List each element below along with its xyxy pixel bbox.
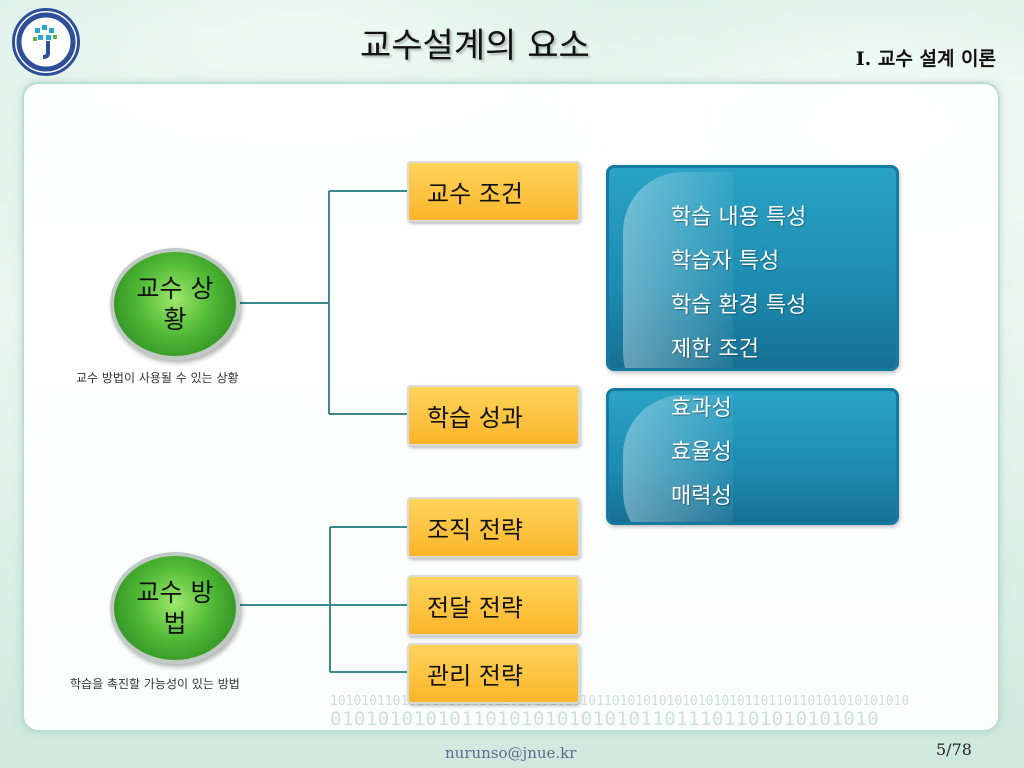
node-instruction-conditions: 교수 조건 bbox=[407, 161, 580, 222]
situation-circle-label: 교수 상황 bbox=[136, 274, 214, 334]
section-label: I. 교수 설계 이론 bbox=[855, 48, 996, 70]
node-delivery-strategy: 전달 전략 bbox=[407, 575, 580, 636]
box-shine bbox=[623, 172, 733, 368]
node-learning-outcomes: 학습 성과 bbox=[407, 385, 580, 446]
method-circle-label: 교수 방법 bbox=[136, 578, 214, 638]
situation-circle: 교수 상황 bbox=[110, 248, 240, 360]
learning-outcomes-detail-box: 효과성 효율성 매력성 bbox=[606, 388, 899, 525]
university-logo bbox=[12, 8, 80, 76]
learning-outcomes-list: 효과성 효율성 매력성 bbox=[671, 391, 732, 519]
list-item: 학습자 특성 bbox=[671, 249, 780, 274]
method-caption: 학습을 촉진할 가능성이 있는 방법 bbox=[70, 677, 240, 691]
list-item: 학습 환경 특성 bbox=[671, 293, 807, 318]
instruction-conditions-detail-box: 학습 내용 특성 학습자 특성 학습 환경 특성 제한 조건 bbox=[606, 165, 899, 371]
list-item: 제한 조건 bbox=[671, 337, 759, 362]
university-emblem-icon bbox=[16, 12, 76, 72]
slide-title: 교수설계의 요소 bbox=[360, 26, 590, 66]
node-management-strategy: 관리 전략 bbox=[407, 643, 580, 704]
box-shine bbox=[623, 395, 733, 522]
method-circle: 교수 방법 bbox=[110, 552, 240, 664]
node-organization-strategy: 조직 전략 bbox=[407, 497, 580, 558]
binary-pattern-row2: 0101010101011010101010101011011101101010… bbox=[330, 708, 880, 730]
page-number: 5/78 bbox=[936, 740, 972, 759]
list-item: 효과성 bbox=[671, 396, 732, 421]
list-item: 학습 내용 특성 bbox=[671, 205, 807, 230]
list-item: 효율성 bbox=[671, 440, 732, 465]
list-item: 매력성 bbox=[671, 484, 732, 509]
footer-email: nurunso@jnue.kr bbox=[445, 744, 577, 762]
instruction-conditions-list: 학습 내용 특성 학습자 특성 학습 환경 특성 제한 조건 bbox=[671, 196, 807, 368]
situation-caption: 교수 방법이 사용될 수 있는 상황 bbox=[76, 371, 239, 385]
